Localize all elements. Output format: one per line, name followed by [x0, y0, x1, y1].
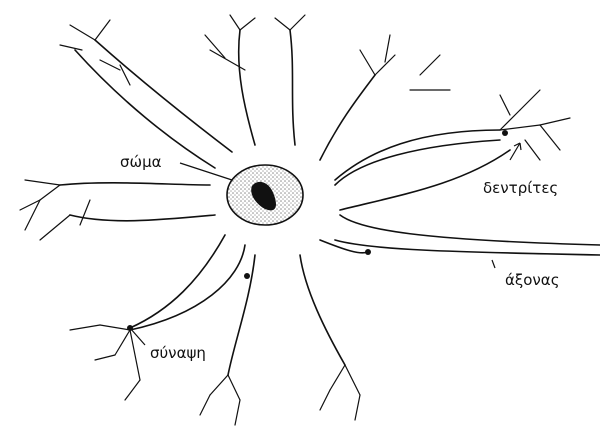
junction-points — [127, 130, 508, 331]
junction-dot-axon — [365, 249, 371, 255]
label-dendrites: δεντρίτες — [483, 179, 558, 197]
junction-dot-dendrites — [502, 130, 508, 136]
label-axon: άξονας — [505, 271, 560, 289]
label-soma: σώμα — [120, 153, 162, 171]
soma-pointer — [180, 163, 232, 180]
axon-pointer — [492, 260, 495, 268]
junction-dot-upper — [244, 273, 250, 279]
cell-outline — [60, 30, 600, 375]
pointer-lines — [130, 143, 521, 345]
label-synapse: σύναψη — [150, 344, 206, 362]
soma — [227, 165, 303, 225]
